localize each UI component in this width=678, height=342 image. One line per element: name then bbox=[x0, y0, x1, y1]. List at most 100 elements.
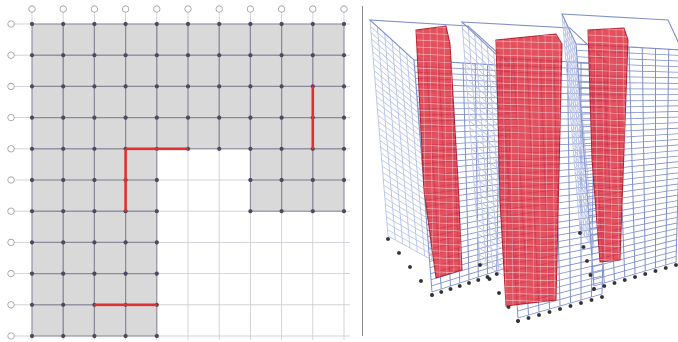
column-node[interactable] bbox=[29, 146, 35, 151]
column-node[interactable] bbox=[61, 209, 66, 214]
column-node[interactable] bbox=[310, 177, 315, 183]
column-node[interactable] bbox=[92, 115, 97, 120]
slab-bay[interactable] bbox=[125, 86, 157, 118]
support-node[interactable] bbox=[653, 269, 658, 273]
frame-side-face[interactable] bbox=[464, 57, 503, 92]
column-node[interactable] bbox=[248, 53, 253, 58]
slab-bay[interactable] bbox=[32, 304, 64, 336]
slab-bay[interactable] bbox=[94, 242, 126, 274]
slab-bay[interactable] bbox=[94, 211, 126, 243]
slab-bay[interactable] bbox=[219, 86, 251, 118]
core-wall-center[interactable] bbox=[495, 33, 563, 307]
frame-side-face[interactable] bbox=[379, 134, 424, 167]
slab-bay[interactable] bbox=[94, 24, 126, 56]
frame-side-face[interactable] bbox=[562, 26, 578, 57]
frame-side-face[interactable] bbox=[382, 172, 427, 202]
frame-side-face[interactable] bbox=[376, 102, 422, 137]
slab-bay[interactable] bbox=[250, 148, 282, 180]
slab-bay[interactable] bbox=[125, 242, 157, 274]
grid-bubble-top[interactable] bbox=[184, 5, 192, 13]
slab-bay[interactable] bbox=[63, 211, 95, 243]
column-node[interactable] bbox=[61, 333, 66, 339]
slab-bay[interactable] bbox=[32, 273, 64, 305]
column-node[interactable] bbox=[217, 115, 222, 120]
column-node[interactable] bbox=[61, 240, 66, 245]
grid-bubble-top[interactable] bbox=[122, 5, 130, 13]
slab-bay[interactable] bbox=[281, 24, 313, 56]
column-node[interactable] bbox=[29, 240, 35, 245]
building-frame-3d[interactable] bbox=[368, 13, 678, 323]
frame-side-face[interactable] bbox=[563, 32, 578, 63]
column-node[interactable] bbox=[154, 333, 159, 339]
slab-bay[interactable] bbox=[250, 24, 282, 56]
frame-side-face[interactable] bbox=[386, 216, 431, 243]
frame-side-face[interactable] bbox=[386, 222, 432, 249]
3d-model-view-canvas[interactable] bbox=[366, 0, 678, 342]
column-node[interactable] bbox=[279, 21, 284, 27]
slab-bay[interactable] bbox=[250, 117, 282, 149]
grid-bubble-top[interactable] bbox=[277, 5, 286, 13]
frame-side-face[interactable] bbox=[579, 223, 594, 243]
grid-bubble-top[interactable] bbox=[309, 5, 317, 13]
column-node[interactable] bbox=[29, 302, 35, 307]
frame-side-face[interactable] bbox=[387, 229, 432, 255]
slab-bay[interactable] bbox=[63, 86, 95, 118]
frame-side-face[interactable] bbox=[567, 83, 583, 111]
column-node[interactable] bbox=[154, 209, 159, 214]
frame-side-face[interactable] bbox=[385, 203, 430, 231]
slab-bay[interactable] bbox=[32, 148, 64, 180]
column-node[interactable] bbox=[217, 146, 222, 151]
column-node[interactable] bbox=[279, 84, 284, 89]
slab-bay[interactable] bbox=[219, 55, 251, 87]
frame-side-face[interactable] bbox=[578, 217, 594, 237]
slab-bay[interactable] bbox=[125, 304, 157, 336]
frame-side-face[interactable] bbox=[463, 49, 503, 85]
slab-bay[interactable] bbox=[63, 273, 95, 305]
frame-front-face[interactable] bbox=[592, 244, 677, 268]
frame-side-face[interactable] bbox=[371, 38, 416, 78]
support-node[interactable] bbox=[547, 310, 552, 314]
slab-bay[interactable] bbox=[188, 55, 220, 87]
column-node[interactable] bbox=[61, 146, 66, 151]
core-wall-left[interactable] bbox=[415, 25, 463, 279]
slab-bay[interactable] bbox=[63, 180, 95, 212]
slab-bay[interactable] bbox=[94, 148, 126, 180]
support-node[interactable] bbox=[526, 316, 531, 320]
column-node[interactable] bbox=[154, 271, 159, 276]
support-node[interactable] bbox=[612, 281, 617, 285]
grid-bubble-top[interactable] bbox=[59, 5, 67, 13]
frame-side-face[interactable] bbox=[569, 102, 584, 129]
support-node[interactable] bbox=[487, 277, 492, 281]
support-node[interactable] bbox=[602, 284, 607, 288]
slab-bay[interactable] bbox=[94, 304, 126, 336]
grid-bubble-left[interactable] bbox=[7, 176, 15, 184]
column-node[interactable] bbox=[123, 333, 128, 339]
frame-side-face[interactable] bbox=[377, 115, 423, 149]
frame-side-face[interactable] bbox=[383, 184, 428, 214]
slab-bay[interactable] bbox=[281, 180, 313, 212]
frame-side-face[interactable] bbox=[374, 70, 419, 108]
column-node[interactable] bbox=[123, 84, 128, 89]
support-node[interactable] bbox=[622, 278, 627, 282]
frame-side-face[interactable] bbox=[384, 191, 429, 220]
slab-bay[interactable] bbox=[63, 242, 95, 274]
slab-bay[interactable] bbox=[188, 24, 220, 56]
column-node[interactable] bbox=[92, 53, 97, 58]
frame-side-face[interactable] bbox=[381, 159, 426, 190]
slab-bay[interactable] bbox=[219, 24, 251, 56]
frame-side-face[interactable] bbox=[381, 165, 427, 196]
slab-bay[interactable] bbox=[250, 55, 282, 87]
frame-side-face[interactable] bbox=[566, 71, 582, 99]
column-node[interactable] bbox=[248, 115, 253, 120]
column-node[interactable] bbox=[29, 53, 35, 58]
column-node[interactable] bbox=[154, 84, 159, 89]
column-node[interactable] bbox=[248, 146, 253, 151]
frame-side-face[interactable] bbox=[566, 77, 582, 105]
slab-bay[interactable] bbox=[281, 55, 313, 87]
column-node[interactable] bbox=[61, 271, 66, 276]
grid-bubble-left[interactable] bbox=[7, 82, 15, 91]
column-node[interactable] bbox=[29, 21, 35, 27]
column-node[interactable] bbox=[123, 271, 128, 276]
frame-side-face[interactable] bbox=[371, 45, 417, 84]
column-node[interactable] bbox=[185, 21, 191, 27]
